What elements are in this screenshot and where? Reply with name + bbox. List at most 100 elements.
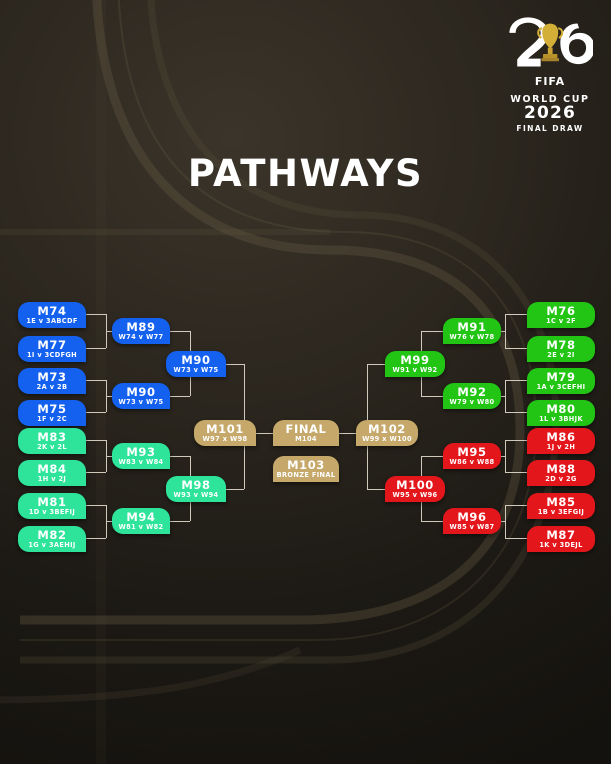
connector	[505, 440, 527, 441]
connector	[505, 440, 506, 472]
match-teams: 2A v 2B	[36, 383, 68, 391]
connector-final-left	[255, 433, 275, 434]
match-teams: 1E v 3ABCDF	[26, 317, 78, 325]
match-code: M92	[457, 385, 487, 399]
match-node[interactable]: M80 1L v 3BHJK	[527, 400, 595, 426]
match-teams: 1B v 3EFGIJ	[537, 508, 585, 516]
connector	[497, 456, 505, 457]
match-teams: 1L v 3BHJK	[539, 415, 583, 423]
match-code: M95	[457, 445, 487, 459]
semifinal-left-node[interactable]: M101 W97 x W98	[194, 420, 256, 446]
connector	[505, 380, 506, 412]
match-teams: 2D v 2G	[545, 475, 577, 483]
match-node[interactable]: M79 1A v 3CEFHI	[527, 368, 595, 394]
match-node[interactable]: M92 W79 v W80	[443, 383, 501, 409]
match-node[interactable]: M100 W95 v W96	[385, 476, 445, 502]
bronze-final-node[interactable]: M103 BRONZE FINAL	[273, 456, 339, 482]
match-teams: W73 v W75	[118, 398, 164, 406]
connector	[84, 505, 106, 506]
match-code: M102	[368, 422, 406, 436]
match-teams: 1C v 2F	[546, 317, 576, 325]
match-teams: 1F v 2C	[37, 415, 67, 423]
match-teams: W74 v W77	[118, 333, 164, 341]
semifinal-right-node[interactable]: M102 W99 x W100	[356, 420, 418, 446]
match-node[interactable]: M86 1J v 2H	[527, 428, 595, 454]
match-node[interactable]: M76 1C v 2F	[527, 302, 595, 328]
match-code: M77	[37, 338, 67, 352]
match-code: M94	[126, 510, 156, 524]
match-node[interactable]: M94 W81 v W82	[112, 508, 170, 534]
connector	[84, 412, 106, 413]
match-teams: 1A v 3CEFHI	[536, 383, 586, 391]
connector	[106, 396, 114, 397]
match-node[interactable]: M83 2K v 2L	[18, 428, 86, 454]
match-node[interactable]: M81 1D v 3BEFIJ	[18, 493, 86, 519]
match-node[interactable]: M85 1B v 3EFGIJ	[527, 493, 595, 519]
match-teams: W99 x W100	[362, 435, 412, 443]
connector	[421, 456, 445, 457]
match-teams: W97 x W98	[202, 435, 248, 443]
connector	[505, 505, 506, 538]
final-node[interactable]: FINAL M104	[273, 420, 339, 446]
match-node[interactable]: M99 W91 v W92	[385, 351, 445, 377]
match-teams: W76 v W78	[449, 333, 495, 341]
match-code: M96	[457, 510, 487, 524]
connector	[106, 456, 114, 457]
match-node[interactable]: M89 W74 v W77	[112, 318, 170, 344]
match-code: M81	[37, 495, 67, 509]
match-node[interactable]: M87 1K v 3DEJL	[527, 526, 595, 552]
connector	[84, 348, 106, 349]
connector	[505, 505, 527, 506]
match-teams: 1G v 3AEHIJ	[28, 541, 76, 549]
match-code: M89	[126, 320, 156, 334]
match-code: M82	[37, 528, 67, 542]
match-teams: W86 v W88	[449, 458, 495, 466]
match-node[interactable]: M90 W73 v W75	[166, 351, 226, 377]
match-node[interactable]: M77 1I v 3CDFGH	[18, 336, 86, 362]
connector	[84, 472, 106, 473]
connector	[497, 331, 505, 332]
match-node[interactable]: M96 W85 v W87	[443, 508, 501, 534]
match-code: FINAL	[285, 422, 327, 436]
match-node[interactable]: M90 W73 v W75	[112, 383, 170, 409]
fifa-world-cup-2026-logo: FIFA WORLD CUP 2026 FINAL DRAW	[507, 16, 595, 133]
match-teams: W91 v W92	[392, 366, 438, 374]
match-node[interactable]: M75 1F v 2C	[18, 400, 86, 426]
match-code: M98	[181, 478, 211, 492]
match-code: M103	[287, 458, 325, 472]
connector	[166, 331, 190, 332]
connector	[505, 348, 527, 349]
match-node[interactable]: M91 W76 v W78	[443, 318, 501, 344]
match-node[interactable]: M74 1E v 3ABCDF	[18, 302, 86, 328]
connector	[367, 489, 385, 490]
connector	[166, 396, 190, 397]
match-node[interactable]: M82 1G v 3AEHIJ	[18, 526, 86, 552]
match-node[interactable]: M93 W83 v W84	[112, 443, 170, 469]
connector	[497, 396, 505, 397]
match-code: M90	[181, 353, 211, 367]
connector	[505, 538, 527, 539]
match-code: M73	[37, 370, 67, 384]
match-node[interactable]: M78 2E v 2I	[527, 336, 595, 362]
connector	[505, 314, 506, 348]
match-teams: W93 v W94	[173, 491, 219, 499]
connector	[226, 489, 244, 490]
match-teams: W85 v W87	[449, 523, 495, 531]
match-code: M86	[546, 430, 576, 444]
match-code: M85	[546, 495, 576, 509]
match-code: M80	[546, 402, 576, 416]
match-node[interactable]: M73 2A v 2B	[18, 368, 86, 394]
match-code: M76	[546, 304, 576, 318]
match-teams: W73 v W75	[173, 366, 219, 374]
match-code: M93	[126, 445, 156, 459]
match-code: M88	[546, 462, 576, 476]
match-node[interactable]: M88 2D v 2G	[527, 460, 595, 486]
match-teams: 1H v 2J	[37, 475, 67, 483]
connector	[421, 331, 445, 332]
match-teams: 1J v 2H	[546, 443, 576, 451]
match-node[interactable]: M95 W86 v W88	[443, 443, 501, 469]
connector	[166, 456, 190, 457]
connector	[244, 433, 245, 489]
match-node[interactable]: M98 W93 v W94	[166, 476, 226, 502]
match-node[interactable]: M84 1H v 2J	[18, 460, 86, 486]
